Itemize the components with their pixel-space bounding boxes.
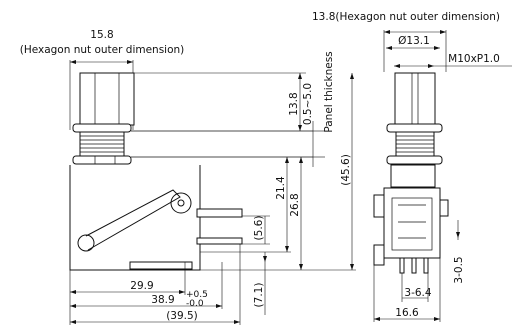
dim-7-1: (7.1): [253, 283, 265, 308]
dim-panel-thickness: 0.5~5.0: [302, 83, 314, 125]
dim-29-9: 29.9: [130, 280, 153, 292]
side-dim-16-6: 16.6: [395, 307, 419, 319]
front-view: 15.8 (Hexagon nut outer dimension): [20, 29, 356, 325]
side-dim-3-0-5: 3-0.5: [453, 256, 465, 283]
front-horizontal-dims: 29.9 38.9 +0.5-0.0 (39.5): [69, 244, 241, 325]
dim-39-5: (39.5): [166, 310, 198, 322]
front-vertical-dims: 13.8 0.5~5.0 Panel thickness (45.6) 21.4…: [134, 51, 356, 315]
upper-nut: [79, 72, 135, 126]
dim-13-8: 13.8: [288, 92, 300, 115]
panel-thickness-label: Panel thickness: [323, 51, 335, 132]
dim-45-6: (45.6): [340, 154, 352, 186]
side-body: [383, 187, 441, 259]
dim-38-9-tol: +0.5-0.0: [186, 290, 208, 309]
side-thread: M10xP1.0: [448, 53, 500, 65]
dim-26-8: 26.8: [289, 193, 301, 216]
side-dim-3-6-4: 3-6.4: [404, 287, 431, 299]
switch-body: [69, 165, 243, 271]
side-view: 13.8(Hexagon nut outer dimension) Ø13.1 …: [312, 11, 512, 322]
hex-note-label: (Hexagon nut outer dimension): [20, 44, 185, 56]
dim-5-6: (5.6): [253, 216, 265, 241]
hex-width-label: 15.8: [90, 29, 113, 41]
side-nut: [394, 72, 436, 126]
thread-section: [72, 123, 132, 165]
side-dia: Ø13.1: [398, 35, 430, 47]
dim-38-9: 38.9: [151, 294, 174, 306]
dim-21-4: 21.4: [275, 176, 287, 200]
side-hex-note: 13.8(Hexagon nut outer dimension): [312, 11, 500, 23]
